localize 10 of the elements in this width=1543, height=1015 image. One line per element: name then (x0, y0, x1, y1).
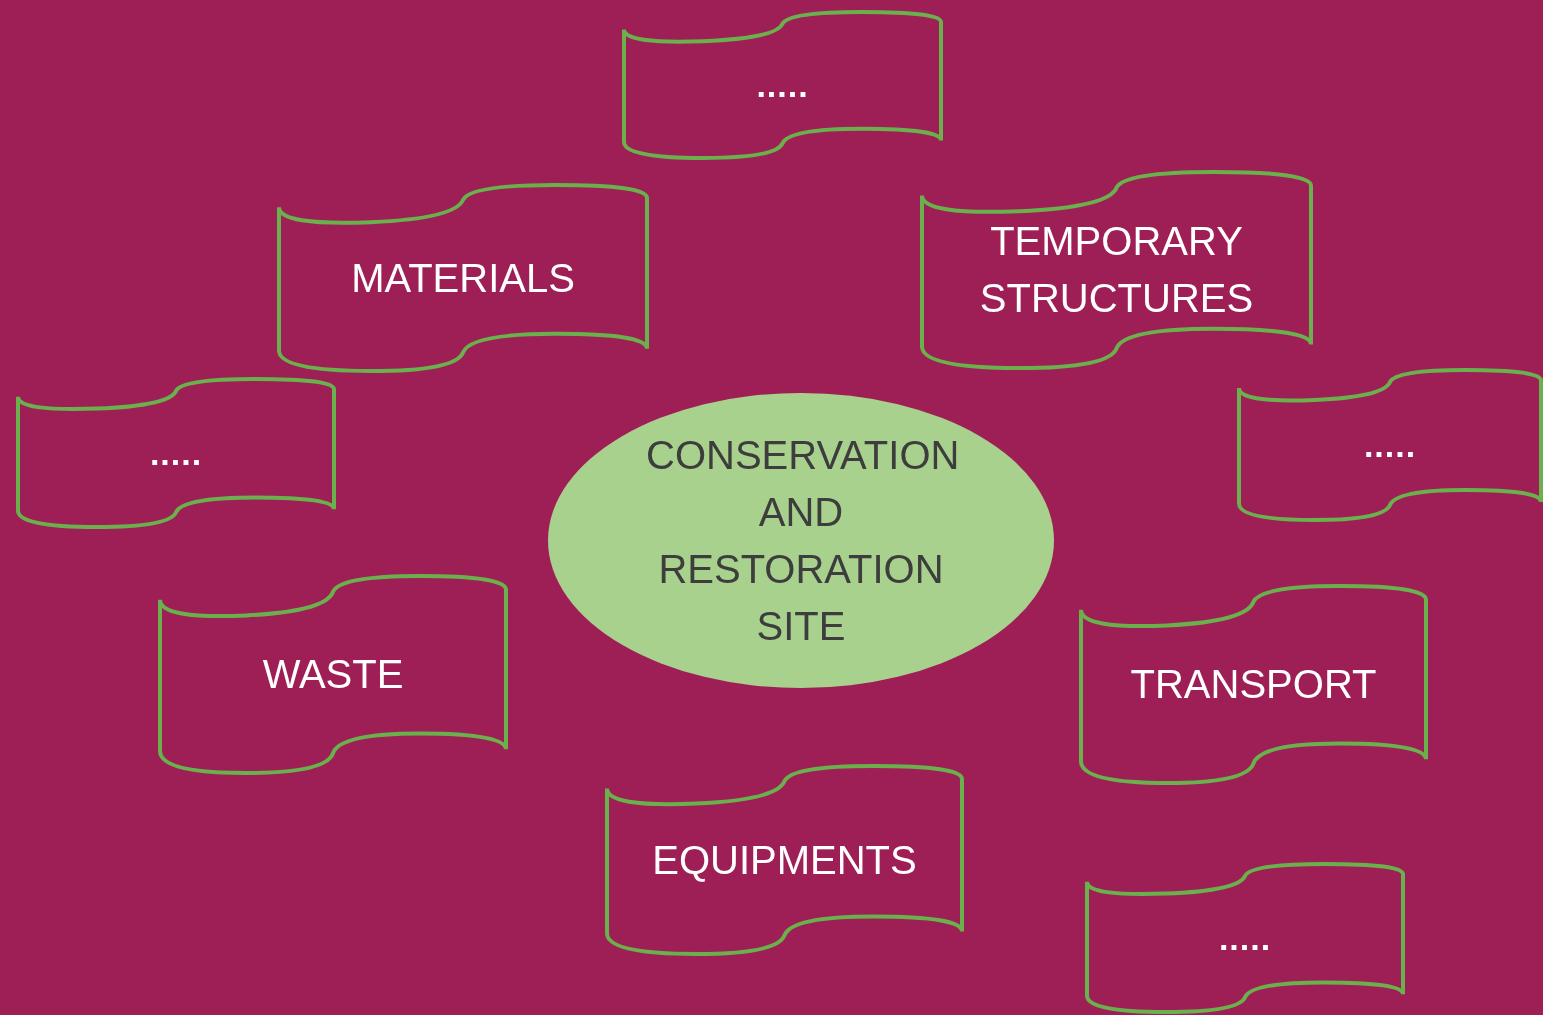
node-label: ..... (1218, 917, 1272, 959)
node-label: ..... (149, 432, 203, 474)
node-label: WASTE (262, 651, 404, 698)
node-label: CONSERVATION AND RESTORATION SITE (646, 431, 956, 650)
node-label: ..... (756, 64, 809, 106)
node-label: ..... (1363, 424, 1417, 466)
node-label: EQUIPMENTS (652, 836, 917, 884)
node-label: MATERIALS (351, 254, 575, 302)
node-label: TRANSPORT (1130, 661, 1377, 708)
node-label: TEMPORARY STRUCTURES (978, 218, 1255, 322)
